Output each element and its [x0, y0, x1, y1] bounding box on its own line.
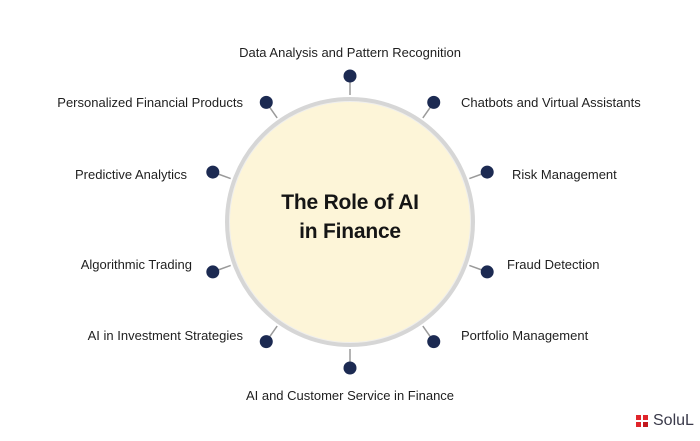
- connector-algorithmic: [218, 264, 231, 271]
- label-chatbots: Chatbots and Virtual Assistants: [461, 95, 641, 110]
- label-data-analysis: Data Analysis and Pattern Recognition: [239, 45, 461, 60]
- node-portfolio: [427, 335, 441, 349]
- node-risk: [480, 165, 494, 179]
- connector-fraud: [469, 264, 482, 271]
- label-customer-service: AI and Customer Service in Finance: [245, 388, 455, 403]
- node-chatbots: [427, 95, 441, 109]
- solulab-logo: SoluL: [636, 410, 700, 432]
- label-investment-strategies: AI in Investment Strategies: [87, 328, 243, 343]
- center-circle: [225, 97, 475, 347]
- label-fraud-detection: Fraud Detection: [507, 257, 600, 272]
- node-fraud: [480, 265, 494, 279]
- label-portfolio-management: Portfolio Management: [461, 328, 589, 343]
- node-bottom: [343, 361, 357, 375]
- node-investment: [259, 335, 273, 349]
- label-predictive-analytics: Predictive Analytics: [75, 167, 187, 182]
- node-algorithmic: [206, 265, 220, 279]
- diagram-title: The Role of AI in Finance: [250, 188, 450, 246]
- connector-portfolio: [422, 325, 431, 338]
- label-risk-management: Risk Management: [512, 167, 617, 182]
- label-personalized-products: Personalized Financial Products: [57, 95, 243, 110]
- connector-chatbots: [422, 106, 431, 119]
- connector-personalized: [269, 106, 278, 119]
- node-predictive: [206, 165, 220, 179]
- title-line-2: in Finance: [299, 220, 401, 243]
- node-top: [343, 69, 357, 83]
- solulab-logo-icon: [636, 414, 649, 428]
- logo-text: SoluL: [653, 412, 694, 429]
- connector-risk: [469, 173, 482, 180]
- connector-investment: [269, 325, 278, 338]
- label-algorithmic-trading: Algorithmic Trading: [80, 257, 192, 272]
- connector-predictive: [218, 173, 231, 180]
- node-personalized: [259, 95, 273, 109]
- title-line-1: The Role of AI: [281, 191, 419, 214]
